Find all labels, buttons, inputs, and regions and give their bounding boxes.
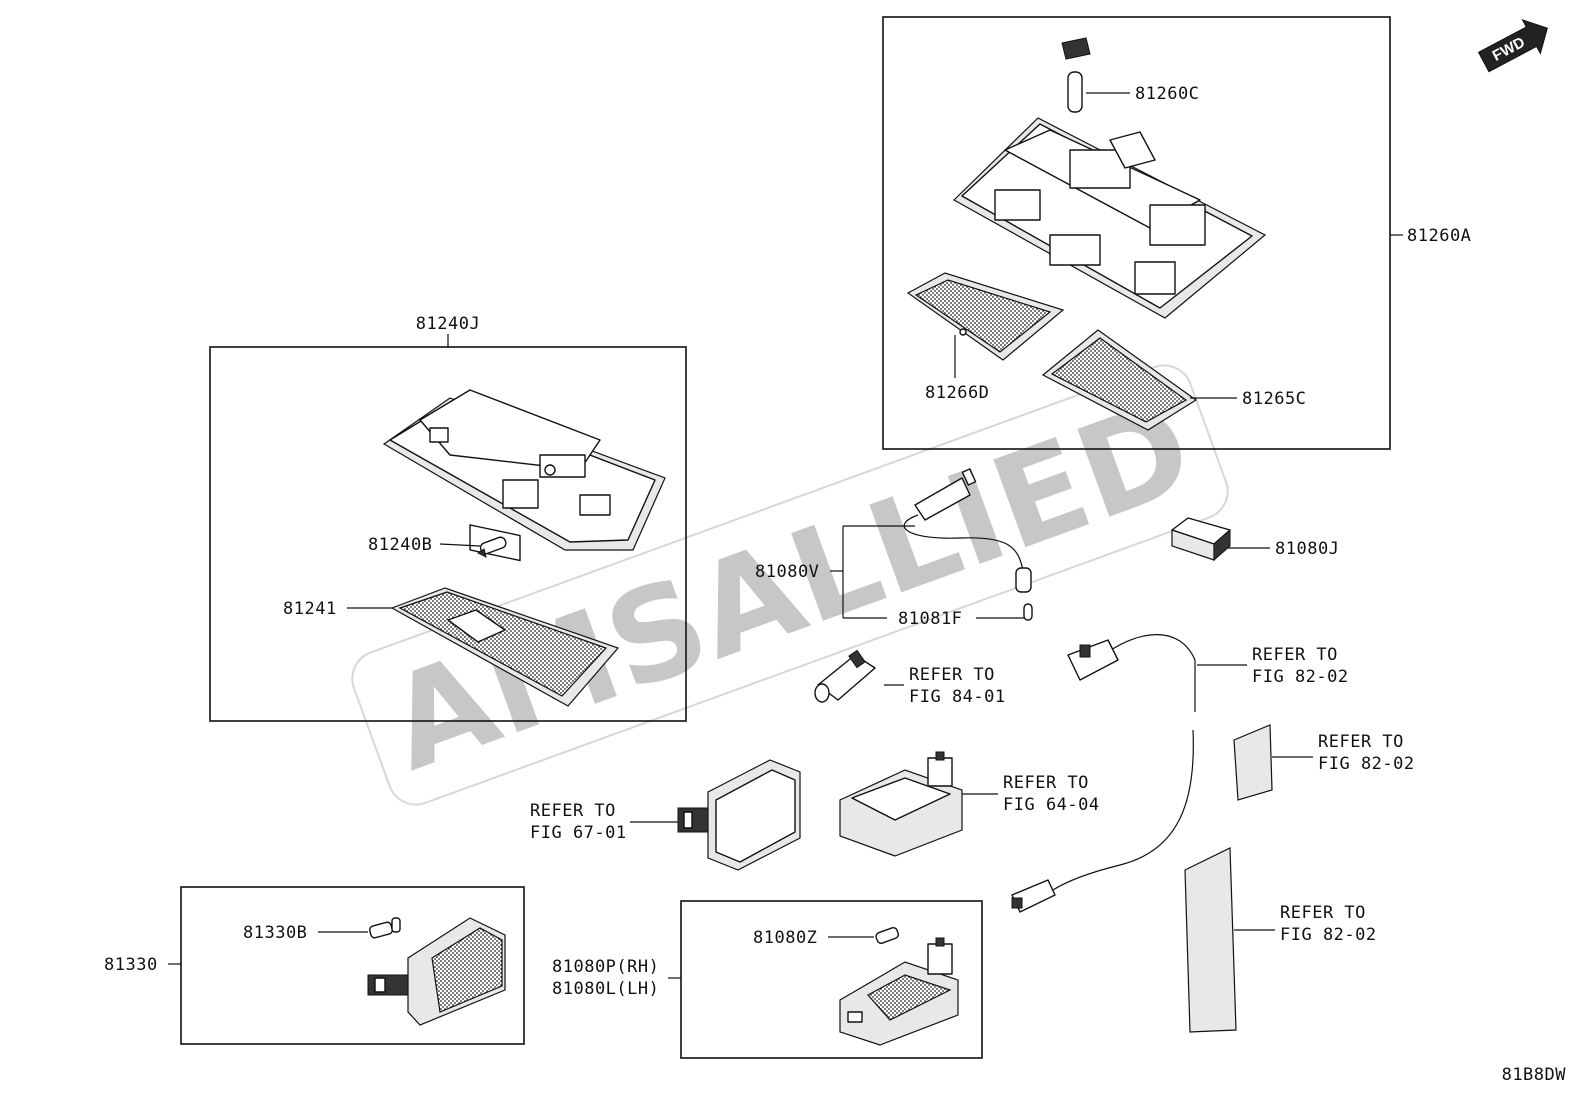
bulb-81080Z: [875, 926, 899, 944]
map-lamp-housing: [953, 117, 1267, 319]
dome-lamp-housing: [382, 389, 666, 562]
group-81330: 81330 81330B: [104, 886, 525, 1045]
ref-67-01-line1: REFER TO: [530, 801, 616, 821]
wire-harness: [1011, 634, 1196, 913]
lens-81241: [390, 587, 620, 707]
group-81260A: 81260A 81260C 81266D: [882, 16, 1471, 450]
ref-82-02-a-line2: FIG 82-02: [1252, 667, 1349, 687]
label-81260A: 81260A: [1407, 226, 1471, 246]
connector-81080J: [1171, 517, 1231, 562]
label-81080L: 81080L(LH): [552, 979, 659, 999]
label-81080P: 81080P(RH): [552, 957, 659, 977]
ref-82-02-b-line1: REFER TO: [1318, 732, 1404, 752]
ref-67-01-line2: FIG 67-01: [530, 823, 627, 843]
switch-knob-81260C: [1061, 37, 1091, 113]
diagram-code: 81B8DW: [1502, 1065, 1567, 1085]
door-switch: [814, 649, 876, 703]
ref-84-01-line1: REFER TO: [909, 665, 995, 685]
bulb-81240B: [477, 536, 507, 558]
ref-64-04-line1: REFER TO: [1003, 773, 1089, 793]
label-81330B: 81330B: [243, 923, 307, 943]
label-81080J: 81080J: [1275, 539, 1339, 559]
label-81241: 81241: [283, 599, 337, 619]
label-81240B: 81240B: [368, 535, 432, 555]
harness-81080V: [903, 468, 1033, 621]
label-81080V: 81080V: [755, 562, 819, 582]
courtesy-lamp: [839, 751, 963, 857]
ref-82-02-a-line1: REFER TO: [1252, 645, 1338, 665]
insulator-pad: [1233, 724, 1273, 801]
courtesy-lamp-81080P: [839, 937, 959, 1046]
vanity-lamp: [677, 759, 801, 871]
label-81081F: 81081F: [898, 609, 962, 629]
ref-82-02-b-line2: FIG 82-02: [1318, 754, 1415, 774]
ref-84-01-line2: FIG 84-01: [909, 687, 1006, 707]
label-81260C: 81260C: [1135, 84, 1199, 104]
insulator-strip: [1184, 847, 1237, 1033]
group-81240J: 81240J 81240B 81241: [209, 314, 687, 722]
ref-82-02-c-line2: FIG 82-02: [1280, 925, 1377, 945]
group-81080P-81080L: 81080P(RH) 81080L(LH) 81080Z: [552, 900, 983, 1059]
luggage-lamp-81330: [367, 917, 506, 1026]
fwd-arrow-icon: FWD: [1477, 19, 1548, 73]
ref-64-04-line2: FIG 64-04: [1003, 795, 1100, 815]
label-81240J: 81240J: [416, 314, 480, 334]
label-81330: 81330: [104, 955, 158, 975]
lens-81266D: [906, 272, 1065, 361]
label-81266D: 81266D: [925, 383, 989, 403]
lens-81265C: [1041, 329, 1198, 431]
bulb-81330B: [369, 917, 401, 939]
label-81265C: 81265C: [1242, 389, 1306, 409]
ref-82-02-c-line1: REFER TO: [1280, 903, 1366, 923]
label-81080Z: 81080Z: [753, 928, 817, 948]
